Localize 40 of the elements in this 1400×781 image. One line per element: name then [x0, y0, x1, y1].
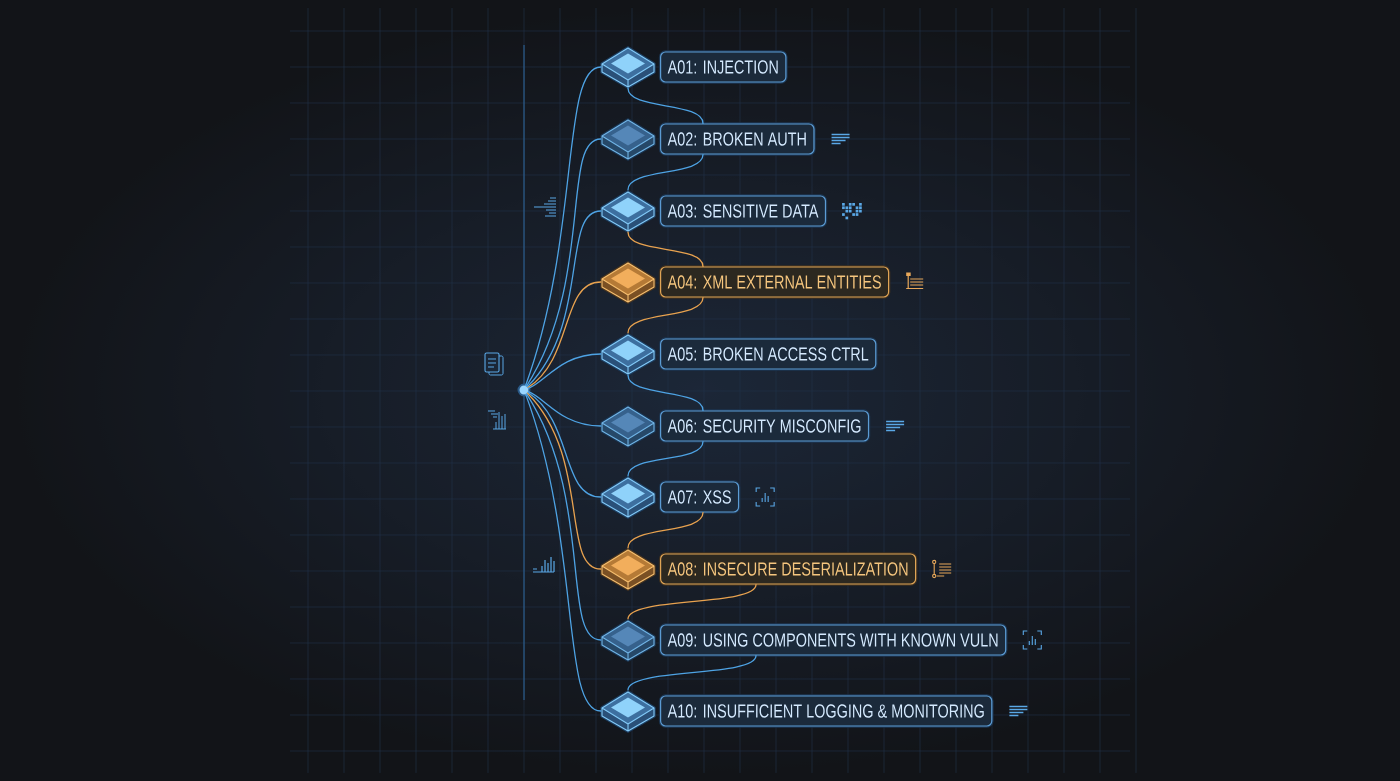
connector [524, 66, 602, 387]
connector [627, 374, 704, 412]
diamond-tile [600, 46, 656, 89]
connector [627, 511, 704, 549]
label-box: A04: XML EXTERNAL ENTITIES [658, 265, 891, 299]
connector [527, 390, 602, 427]
label-box: A09: USING COMPONENTS WITH KNOWN VULN [658, 623, 1008, 657]
label-box: A01: INJECTION [658, 50, 788, 84]
hub-dot [517, 383, 531, 397]
diamond-tile [600, 190, 656, 233]
connector [526, 392, 602, 570]
label-box: A10: INSUFFICIENT LOGGING & MONITORING [658, 694, 994, 728]
diamond-tile [600, 405, 656, 448]
label-box: A07: XSS [658, 480, 741, 514]
connector [627, 440, 704, 477]
label-box: A05: BROKEN ACCESS CTRL [658, 337, 878, 371]
diamond-tile [600, 690, 656, 733]
connector [527, 281, 602, 389]
connector [627, 153, 704, 191]
label-box: A08: INSECURE DESERIALIZATION [658, 552, 918, 586]
connector [627, 296, 704, 334]
diamond-tile [600, 333, 656, 376]
diamond-tile [600, 548, 656, 591]
connector [627, 231, 704, 268]
connector [527, 353, 602, 390]
diamond-tile [600, 118, 656, 161]
connector [525, 393, 602, 712]
diamond-tile [600, 476, 656, 519]
connector [627, 583, 757, 620]
connector [525, 393, 602, 641]
connector [525, 138, 602, 387]
connector [527, 391, 602, 498]
connector [627, 87, 704, 125]
label-box: A02: BROKEN AUTH [658, 122, 816, 156]
label-box: A06: SECURITY MISCONFIG [658, 409, 871, 443]
label-box: A03: SENSITIVE DATA [658, 194, 828, 228]
diamond-tile [600, 261, 656, 304]
diamond-tile [600, 619, 656, 662]
connector [526, 210, 602, 388]
connector [627, 654, 757, 691]
